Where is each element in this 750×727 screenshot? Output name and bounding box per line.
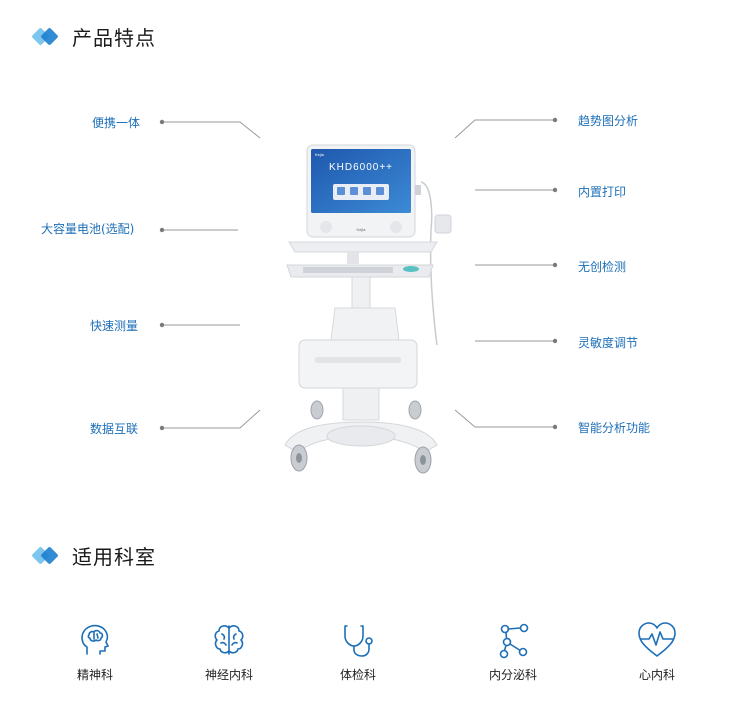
features-section-title: 产品特点 bbox=[72, 26, 156, 50]
departments-section-title: 适用科室 bbox=[72, 545, 156, 569]
brain-icon bbox=[214, 625, 244, 655]
department-endocrinology: 内分泌科 bbox=[468, 620, 558, 683]
departments-section-header: 适用科室 bbox=[31, 541, 156, 570]
feature-sensitivity: 灵敏度调节 bbox=[578, 336, 639, 350]
feature-smart-analysis: 智能分析功能 bbox=[578, 421, 651, 435]
department-neurology: 神经内科 bbox=[184, 620, 274, 683]
stethoscope-icon bbox=[344, 625, 373, 657]
diamond-bullet-icon bbox=[31, 545, 62, 566]
department-label: 心内科 bbox=[638, 668, 675, 682]
feature-portable: 便携一体 bbox=[92, 116, 141, 130]
feature-printer: 内置打印 bbox=[578, 185, 627, 199]
department-cardiology: 心内科 bbox=[612, 620, 702, 683]
feature-trend-analysis: 趋势图分析 bbox=[578, 114, 639, 128]
feature-noninvasive: 无创检测 bbox=[578, 260, 627, 274]
department-label: 精神科 bbox=[76, 668, 113, 682]
department-label: 神经内科 bbox=[204, 668, 253, 682]
feature-battery: 大容量电池(选配) bbox=[41, 222, 135, 236]
department-label: 内分泌科 bbox=[488, 668, 537, 682]
feature-fast-measure: 快速测量 bbox=[90, 319, 139, 333]
head-brain-icon bbox=[81, 624, 109, 655]
molecule-icon bbox=[499, 623, 529, 659]
feature-data-link: 数据互联 bbox=[90, 422, 139, 436]
svg-text:Kejia: Kejia bbox=[357, 227, 367, 232]
features-section-header: 产品特点 bbox=[31, 22, 156, 51]
department-psychiatry: 精神科 bbox=[50, 620, 140, 683]
department-health-check: 体检科 bbox=[313, 620, 403, 683]
screen-brand: Kejia bbox=[315, 152, 325, 157]
departments-row: 精神科 神经内科 体检科 bbox=[0, 620, 750, 700]
screen-model: KHD6000++ bbox=[329, 162, 393, 173]
device-cart-image: Kejia KHD6000++ Kejia bbox=[284, 144, 452, 474]
department-label: 体检科 bbox=[339, 668, 376, 682]
heart-pulse-icon bbox=[638, 622, 676, 657]
